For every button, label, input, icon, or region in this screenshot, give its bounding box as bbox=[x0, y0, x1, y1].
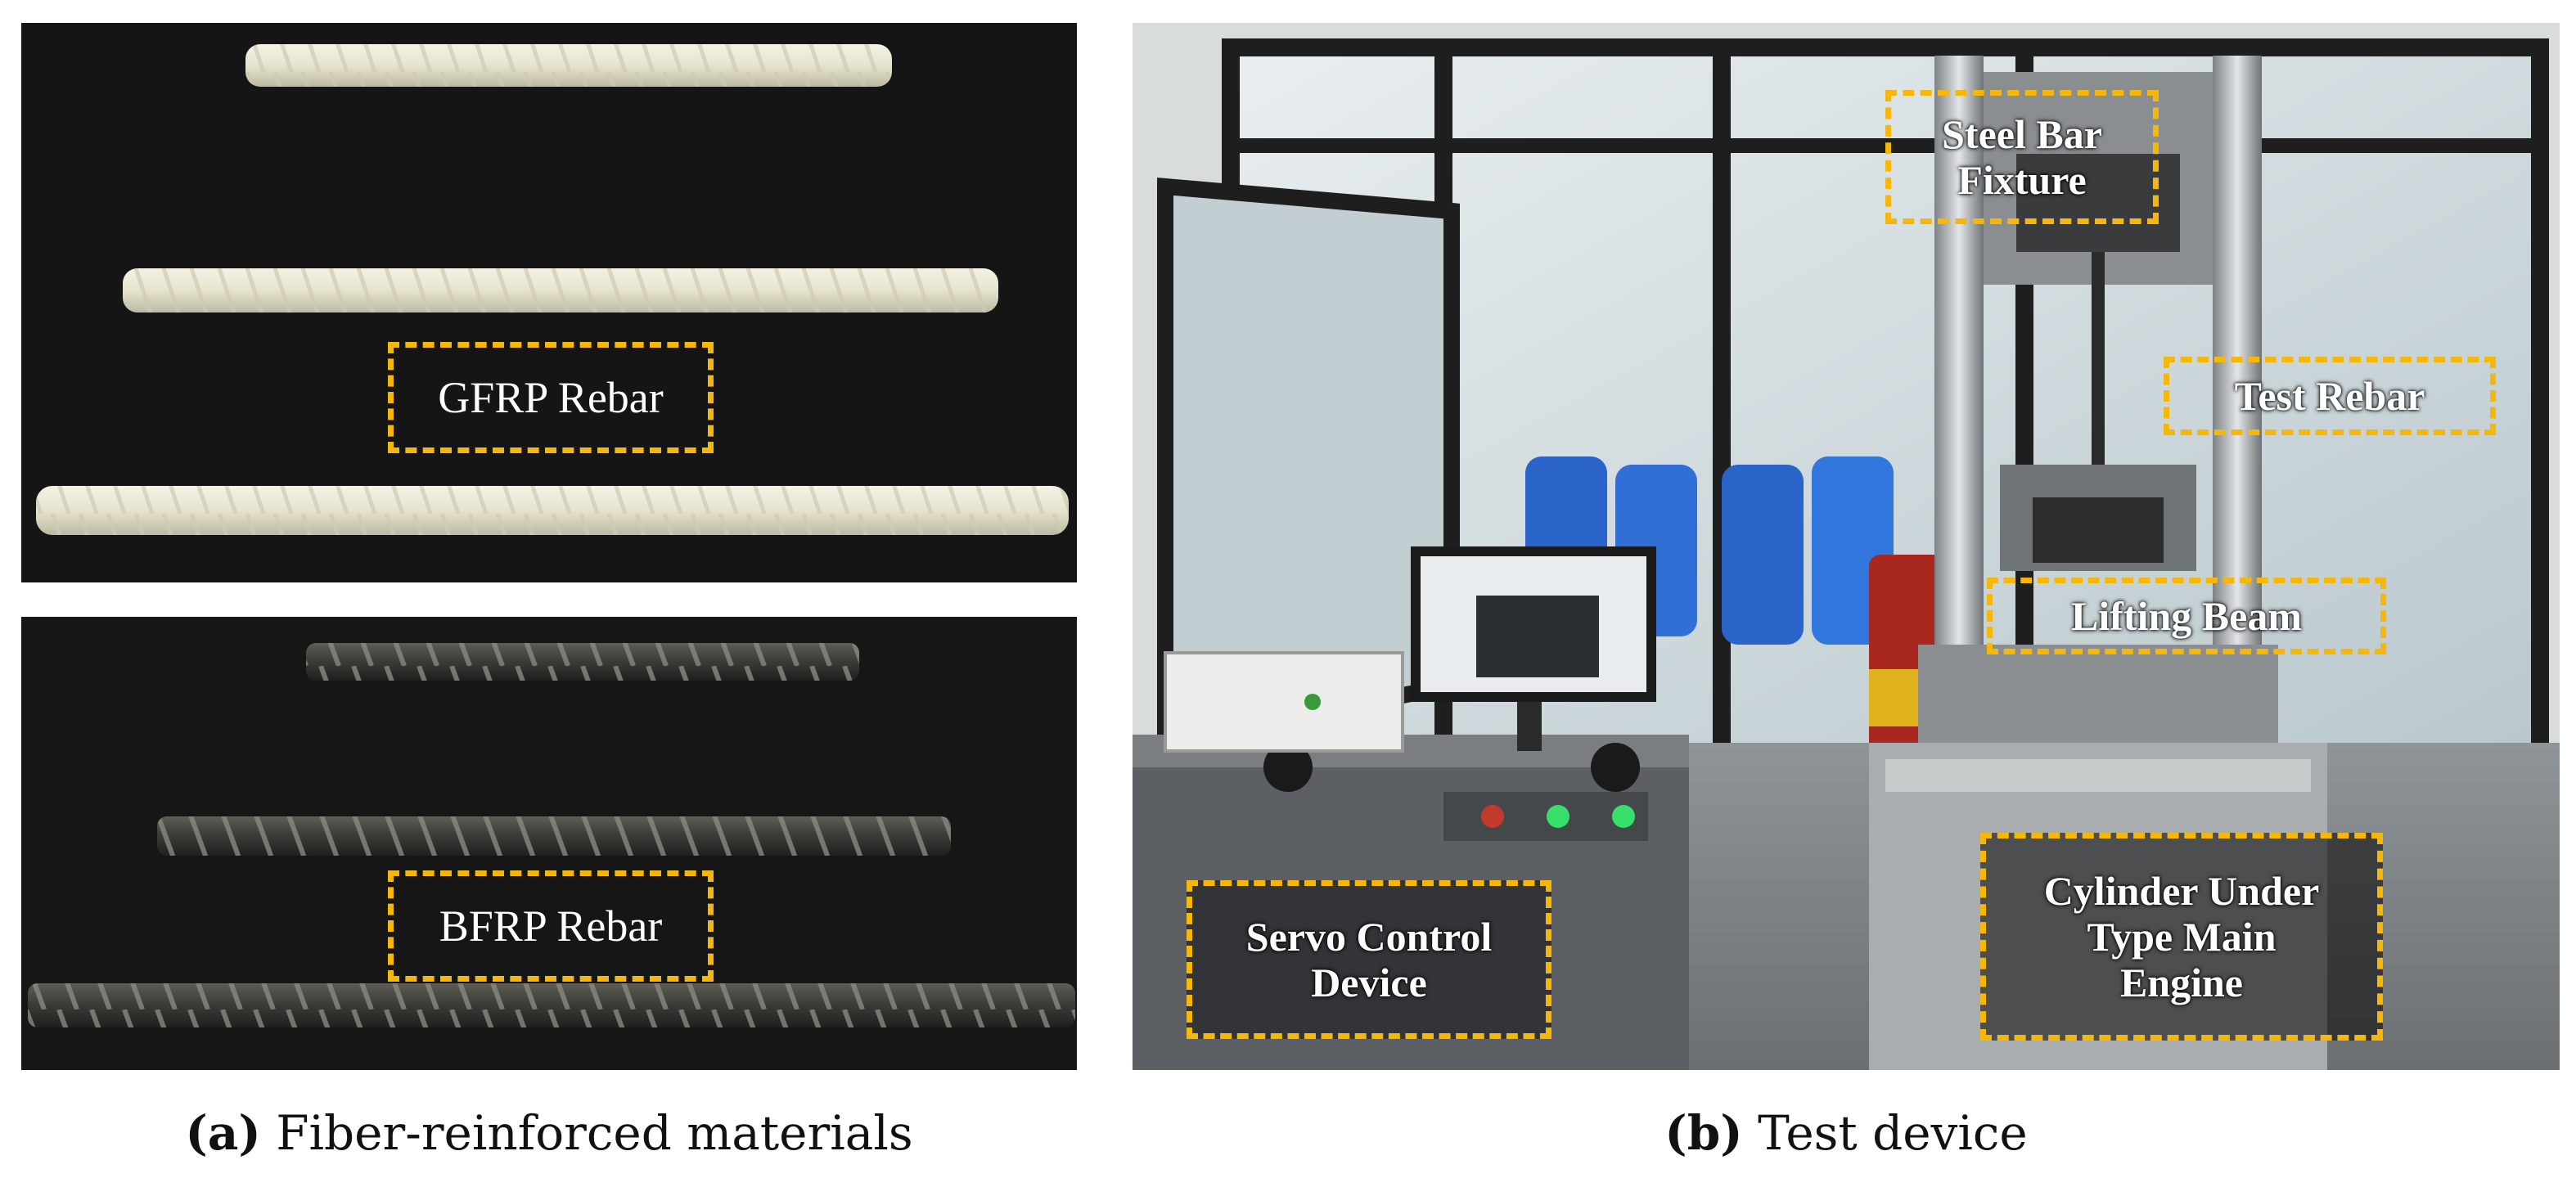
gfrp-photo bbox=[21, 23, 1077, 582]
caption-a-text: Fiber-reinforced materials bbox=[276, 1105, 913, 1161]
bfrp-rebar-label: BFRP Rebar bbox=[388, 870, 714, 982]
caption-b: (b) Test device bbox=[1133, 1096, 2560, 1170]
lifting-beam-label: Lifting Beam bbox=[1987, 578, 2386, 654]
cylinder-main-engine-label: Cylinder Under Type Main Engine bbox=[1980, 833, 2383, 1041]
bfrp-photo-panel: BFRP Rebar bbox=[21, 617, 1077, 1070]
test-device-photo-panel: Steel Bar Fixture Test Rebar Lifting Bea… bbox=[1133, 23, 2560, 1070]
bfrp-rod-3 bbox=[28, 983, 1075, 1027]
steel-bar-fixture-label: Steel Bar Fixture bbox=[1885, 90, 2159, 224]
gfrp-rod-2 bbox=[123, 268, 998, 312]
bfrp-rod-1 bbox=[306, 643, 859, 681]
gfrp-photo-panel: GFRP Rebar bbox=[21, 23, 1077, 582]
bfrp-rod-2 bbox=[157, 816, 951, 856]
caption-b-tag: (b) bbox=[1664, 1105, 1743, 1161]
caption-a: (a) Fiber-reinforced materials bbox=[21, 1096, 1077, 1170]
gfrp-rod-1 bbox=[245, 44, 892, 87]
gfrp-rod-3 bbox=[36, 486, 1069, 535]
caption-a-tag: (a) bbox=[185, 1105, 261, 1161]
gfrp-rebar-label: GFRP Rebar bbox=[388, 342, 714, 453]
test-rebar-label: Test Rebar bbox=[2164, 357, 2496, 435]
caption-b-text: Test device bbox=[1758, 1105, 2028, 1161]
control-cabinet bbox=[1133, 546, 1689, 1070]
bfrp-photo bbox=[21, 617, 1077, 1070]
servo-control-device-label: Servo Control Device bbox=[1187, 880, 1551, 1039]
